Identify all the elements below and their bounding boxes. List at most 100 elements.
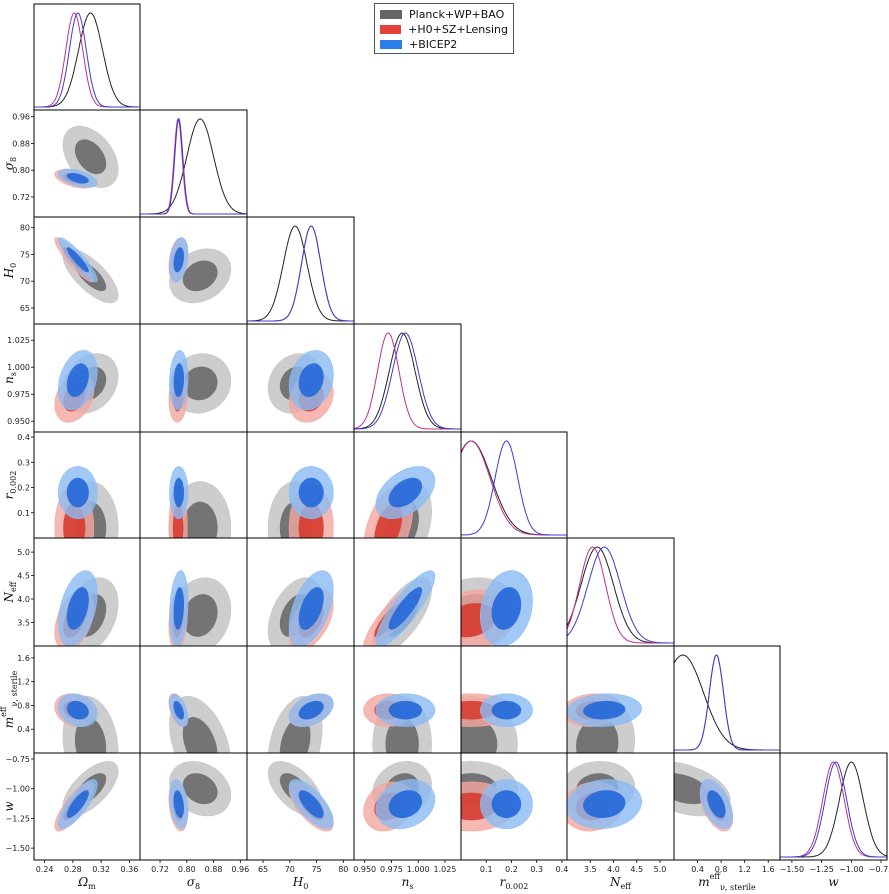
y-tick-label: 0.950 — [7, 417, 30, 426]
panel-2-2 — [247, 225, 354, 322]
x-tick-label: 80 — [338, 865, 348, 874]
x-tick-label: 0.24 — [36, 865, 54, 874]
panel-1-1 — [140, 117, 247, 215]
x-tick-label: 3.5 — [584, 865, 597, 874]
y-tick-label: 0.1 — [17, 509, 30, 518]
x-axis-label: r0.002 — [500, 875, 529, 891]
x-tick-label: 1.2 — [738, 865, 751, 874]
x-tick-label: −0.75 — [869, 865, 889, 874]
curve-sz — [780, 761, 887, 858]
legend-item-bicep: +BICEP2 — [380, 37, 508, 52]
y-tick-label: 0.80 — [12, 166, 30, 175]
panel-frame — [139, 109, 248, 218]
x-axis-label: σ8 — [187, 875, 200, 891]
x-tick-label: 0.28 — [64, 865, 82, 874]
curve-sz — [247, 225, 354, 322]
curve-sz — [461, 440, 567, 536]
contour-68-bicep — [66, 790, 89, 818]
y-tick-label: 1.025 — [7, 336, 30, 345]
y-tick-label: 0.975 — [7, 390, 30, 399]
y-tick-label: 0.4 — [17, 725, 30, 734]
legend-label-planck: Planck+WP+BAO — [409, 8, 505, 21]
panel-5-5 — [567, 546, 674, 644]
contour-68-bicep — [298, 700, 324, 720]
x-tick-label: 0.36 — [120, 865, 138, 874]
panel-0-3 — [54, 350, 119, 423]
curve-bicep — [34, 12, 140, 108]
x-tick-label: 0.72 — [151, 865, 169, 874]
x-tick-label: 0.975 — [380, 865, 403, 874]
contour-68-bicep — [66, 587, 89, 630]
y-tick-label: 0.72 — [12, 193, 30, 202]
x-tick-label: 5.0 — [654, 865, 667, 874]
x-tick-label: 0.8 — [715, 865, 728, 874]
contour-68-planck — [182, 366, 218, 401]
x-tick-label: 0.80 — [178, 865, 196, 874]
y-tick-label: 3.5 — [17, 619, 30, 628]
y-tick-label: 0.4 — [17, 433, 30, 442]
panel-6-7 — [674, 761, 734, 832]
legend-item-sz: +H0+SZ+Lensing — [380, 22, 508, 37]
panel-0-0 — [34, 12, 140, 108]
contour-68-bicep — [173, 700, 184, 720]
curve-bicep — [567, 546, 674, 644]
contour-68-bicep — [491, 587, 522, 630]
x-axis-label: Neff — [609, 875, 632, 891]
panel-1-3 — [168, 350, 232, 423]
contour-68-bicep — [298, 587, 324, 630]
x-axis-label: w — [828, 875, 839, 889]
x-axis-label: meffν, sterile — [698, 872, 756, 892]
x-tick-label: 4.0 — [607, 865, 620, 874]
x-tick-label: 0.3 — [530, 865, 543, 874]
contour-68-bicep — [491, 700, 522, 720]
curve-sz — [34, 12, 140, 108]
legend-swatch-sz — [380, 25, 402, 34]
curve-bicep — [461, 440, 567, 536]
x-tick-label: 0.2 — [505, 865, 518, 874]
curve-planck — [674, 654, 780, 751]
curve-planck — [354, 332, 461, 430]
contour-68-bicep — [388, 477, 423, 508]
y-tick-label: 80 — [20, 224, 30, 233]
panel-frame — [779, 752, 888, 861]
panel-frame — [566, 537, 675, 647]
panel-1-6 — [168, 693, 231, 753]
curve-sz — [354, 332, 461, 430]
legend-label-sz: +H0+SZ+Lensing — [408, 23, 508, 36]
contour-68-bicep — [298, 363, 324, 397]
panel-frame — [460, 431, 568, 539]
panel-7-7 — [780, 761, 887, 858]
legend: Planck+WP+BAO +H0+SZ+Lensing +BICEP2 — [374, 3, 514, 54]
contour-68-bicep — [66, 363, 89, 397]
panel-4-7 — [461, 760, 533, 832]
panel-3-4 — [364, 466, 436, 538]
y-tick-label: 70 — [20, 277, 30, 286]
y-tick-label: 4.0 — [17, 595, 30, 604]
x-tick-label: 0.88 — [205, 865, 223, 874]
x-tick-label: −1.50 — [780, 865, 805, 874]
x-tick-label: −1.25 — [809, 865, 834, 874]
curve-sz — [674, 654, 780, 751]
contour-68-bicep — [66, 247, 89, 273]
curve-planck — [247, 225, 354, 322]
panel-5-7 — [567, 760, 643, 832]
x-axis-label: Ωm — [77, 875, 96, 891]
panel-4-6 — [461, 693, 533, 753]
panel-3-7 — [363, 760, 436, 832]
y-tick-label: 0.3 — [17, 458, 30, 467]
contour-68-bicep — [388, 790, 423, 818]
y-tick-label: −0.75 — [5, 755, 30, 764]
panel-4-5 — [461, 570, 533, 646]
contour-68-bicep — [707, 790, 726, 818]
legend-swatch-bicep — [380, 40, 402, 49]
contour-68-planck — [182, 773, 218, 805]
panel-2-5 — [267, 570, 334, 646]
y-axis-label: σ8 — [2, 157, 18, 170]
panel-5-6 — [567, 693, 643, 753]
y-axis-label: Neff — [2, 580, 18, 603]
contour-68-bicep — [298, 790, 324, 818]
contour-68-bicep — [173, 477, 184, 508]
contour-68-bicep — [66, 173, 89, 184]
contour-68-planck — [182, 260, 218, 292]
curve-bicep — [354, 332, 461, 430]
